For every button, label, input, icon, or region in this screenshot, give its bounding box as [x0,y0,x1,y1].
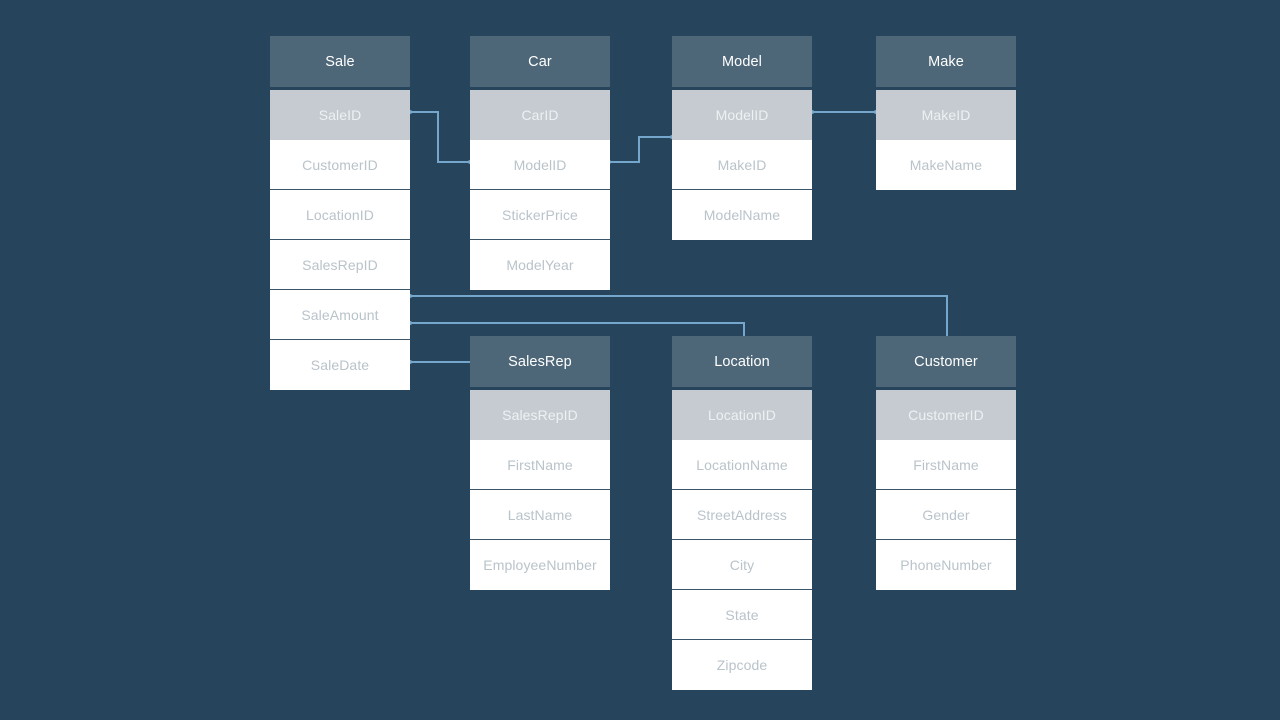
entity-field[interactable]: ModelID [470,140,610,190]
primary-key-field[interactable]: SaleID [270,90,410,140]
relationship-connector [410,322,745,324]
relationship-connector [946,295,948,338]
entity-table-title: Model [672,36,812,87]
entity-field[interactable]: LastName [470,490,610,540]
relationship-connector [437,111,439,163]
relationship-endpoint [408,294,412,298]
relationship-connector [410,295,948,297]
relationship-connector [410,361,472,363]
primary-key-field[interactable]: SalesRepID [470,390,610,440]
relationship-connector [812,111,878,113]
relationship-endpoint [408,110,412,114]
relationship-endpoint [408,360,412,364]
relationship-connector [610,161,640,163]
entity-field[interactable]: CustomerID [270,140,410,190]
entity-field[interactable]: PhoneNumber [876,540,1016,590]
entity-table-title: SalesRep [470,336,610,387]
entity-field[interactable]: MakeName [876,140,1016,190]
primary-key-field[interactable]: CustomerID [876,390,1016,440]
relationship-connector [410,111,438,113]
entity-field[interactable]: LocationID [270,190,410,240]
entity-field[interactable]: MakeID [672,140,812,190]
relationship-connector [437,161,471,163]
entity-field[interactable]: SalesRepID [270,240,410,290]
entity-field[interactable]: ModelName [672,190,812,240]
primary-key-field[interactable]: LocationID [672,390,812,440]
entity-field[interactable]: FirstName [470,440,610,490]
relationship-connector [638,136,640,163]
entity-field[interactable]: EmployeeNumber [470,540,610,590]
entity-table-title: Make [876,36,1016,87]
primary-key-field[interactable]: ModelID [672,90,812,140]
entity-field[interactable]: FirstName [876,440,1016,490]
relationship-connector [638,136,674,138]
entity-field[interactable]: SaleAmount [270,290,410,340]
relationship-endpoint [810,110,814,114]
entity-field[interactable]: LocationName [672,440,812,490]
entity-field[interactable]: ModelYear [470,240,610,290]
entity-table-title: Location [672,336,812,387]
entity-field[interactable]: City [672,540,812,590]
relationship-connector [743,322,745,338]
entity-field[interactable]: State [672,590,812,640]
entity-table-title: Sale [270,36,410,87]
entity-field[interactable]: SaleDate [270,340,410,390]
entity-table-title: Customer [876,336,1016,387]
entity-field[interactable]: Gender [876,490,1016,540]
primary-key-field[interactable]: CarID [470,90,610,140]
entity-field[interactable]: StickerPrice [470,190,610,240]
relationship-endpoint [408,321,412,325]
entity-field[interactable]: StreetAddress [672,490,812,540]
entity-table-title: Car [470,36,610,87]
primary-key-field[interactable]: MakeID [876,90,1016,140]
entity-field[interactable]: Zipcode [672,640,812,690]
